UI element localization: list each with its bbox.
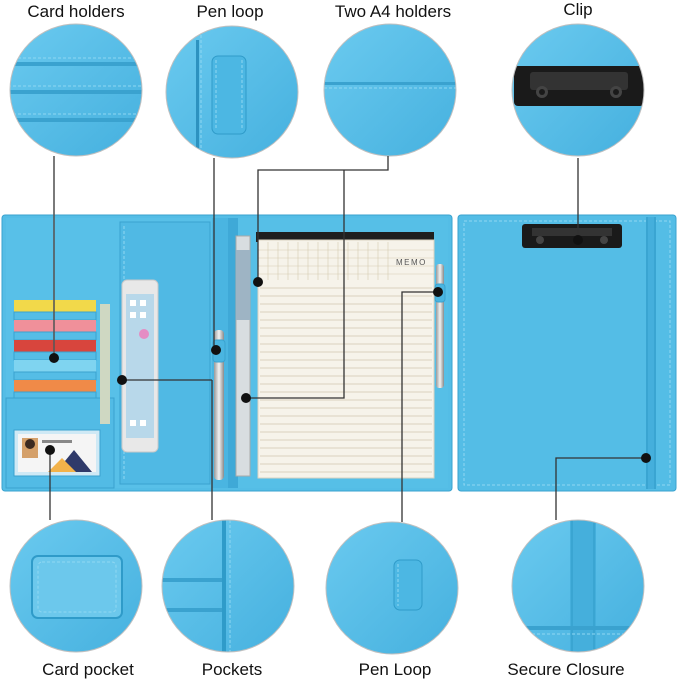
- zoom-circle-a4-holders: [324, 24, 456, 156]
- zoom-circle-clip: [512, 24, 644, 156]
- zoom-circle-pen-loop-bottom: [326, 522, 458, 654]
- tablet-in-pocket: [121, 279, 159, 453]
- label-pockets: Pockets: [201, 660, 263, 679]
- label-secure-closure: Secure Closure: [507, 660, 625, 679]
- pen-spine: [214, 330, 224, 480]
- zoom-circle-secure-closure: [512, 520, 644, 652]
- label-pen-loop-bottom: Pen Loop: [358, 660, 432, 679]
- label-clip: Clip: [563, 0, 593, 19]
- id-card: [13, 429, 101, 477]
- label-pen-loop-top: Pen loop: [196, 2, 264, 21]
- zoom-circle-pen-loop: [166, 26, 298, 158]
- callout-dots: [45, 235, 651, 463]
- callout-lines-dark: [49, 156, 646, 522]
- zoom-circle-card-holders: [10, 24, 142, 156]
- zoom-circle-pockets: [162, 520, 294, 652]
- label-card-pocket: Card pocket: [42, 660, 134, 679]
- label-card-holders: Card holders: [27, 2, 125, 21]
- memo-text: MEMO: [396, 258, 427, 267]
- open-folio: MEMO: [1, 214, 453, 492]
- closed-clipboard: [457, 214, 677, 492]
- pen-right: [436, 264, 444, 388]
- label-two-a4-holders: Two A4 holders: [334, 2, 452, 21]
- memo-notepad: MEMO: [256, 232, 435, 479]
- zoom-circle-card-pocket: [10, 520, 142, 652]
